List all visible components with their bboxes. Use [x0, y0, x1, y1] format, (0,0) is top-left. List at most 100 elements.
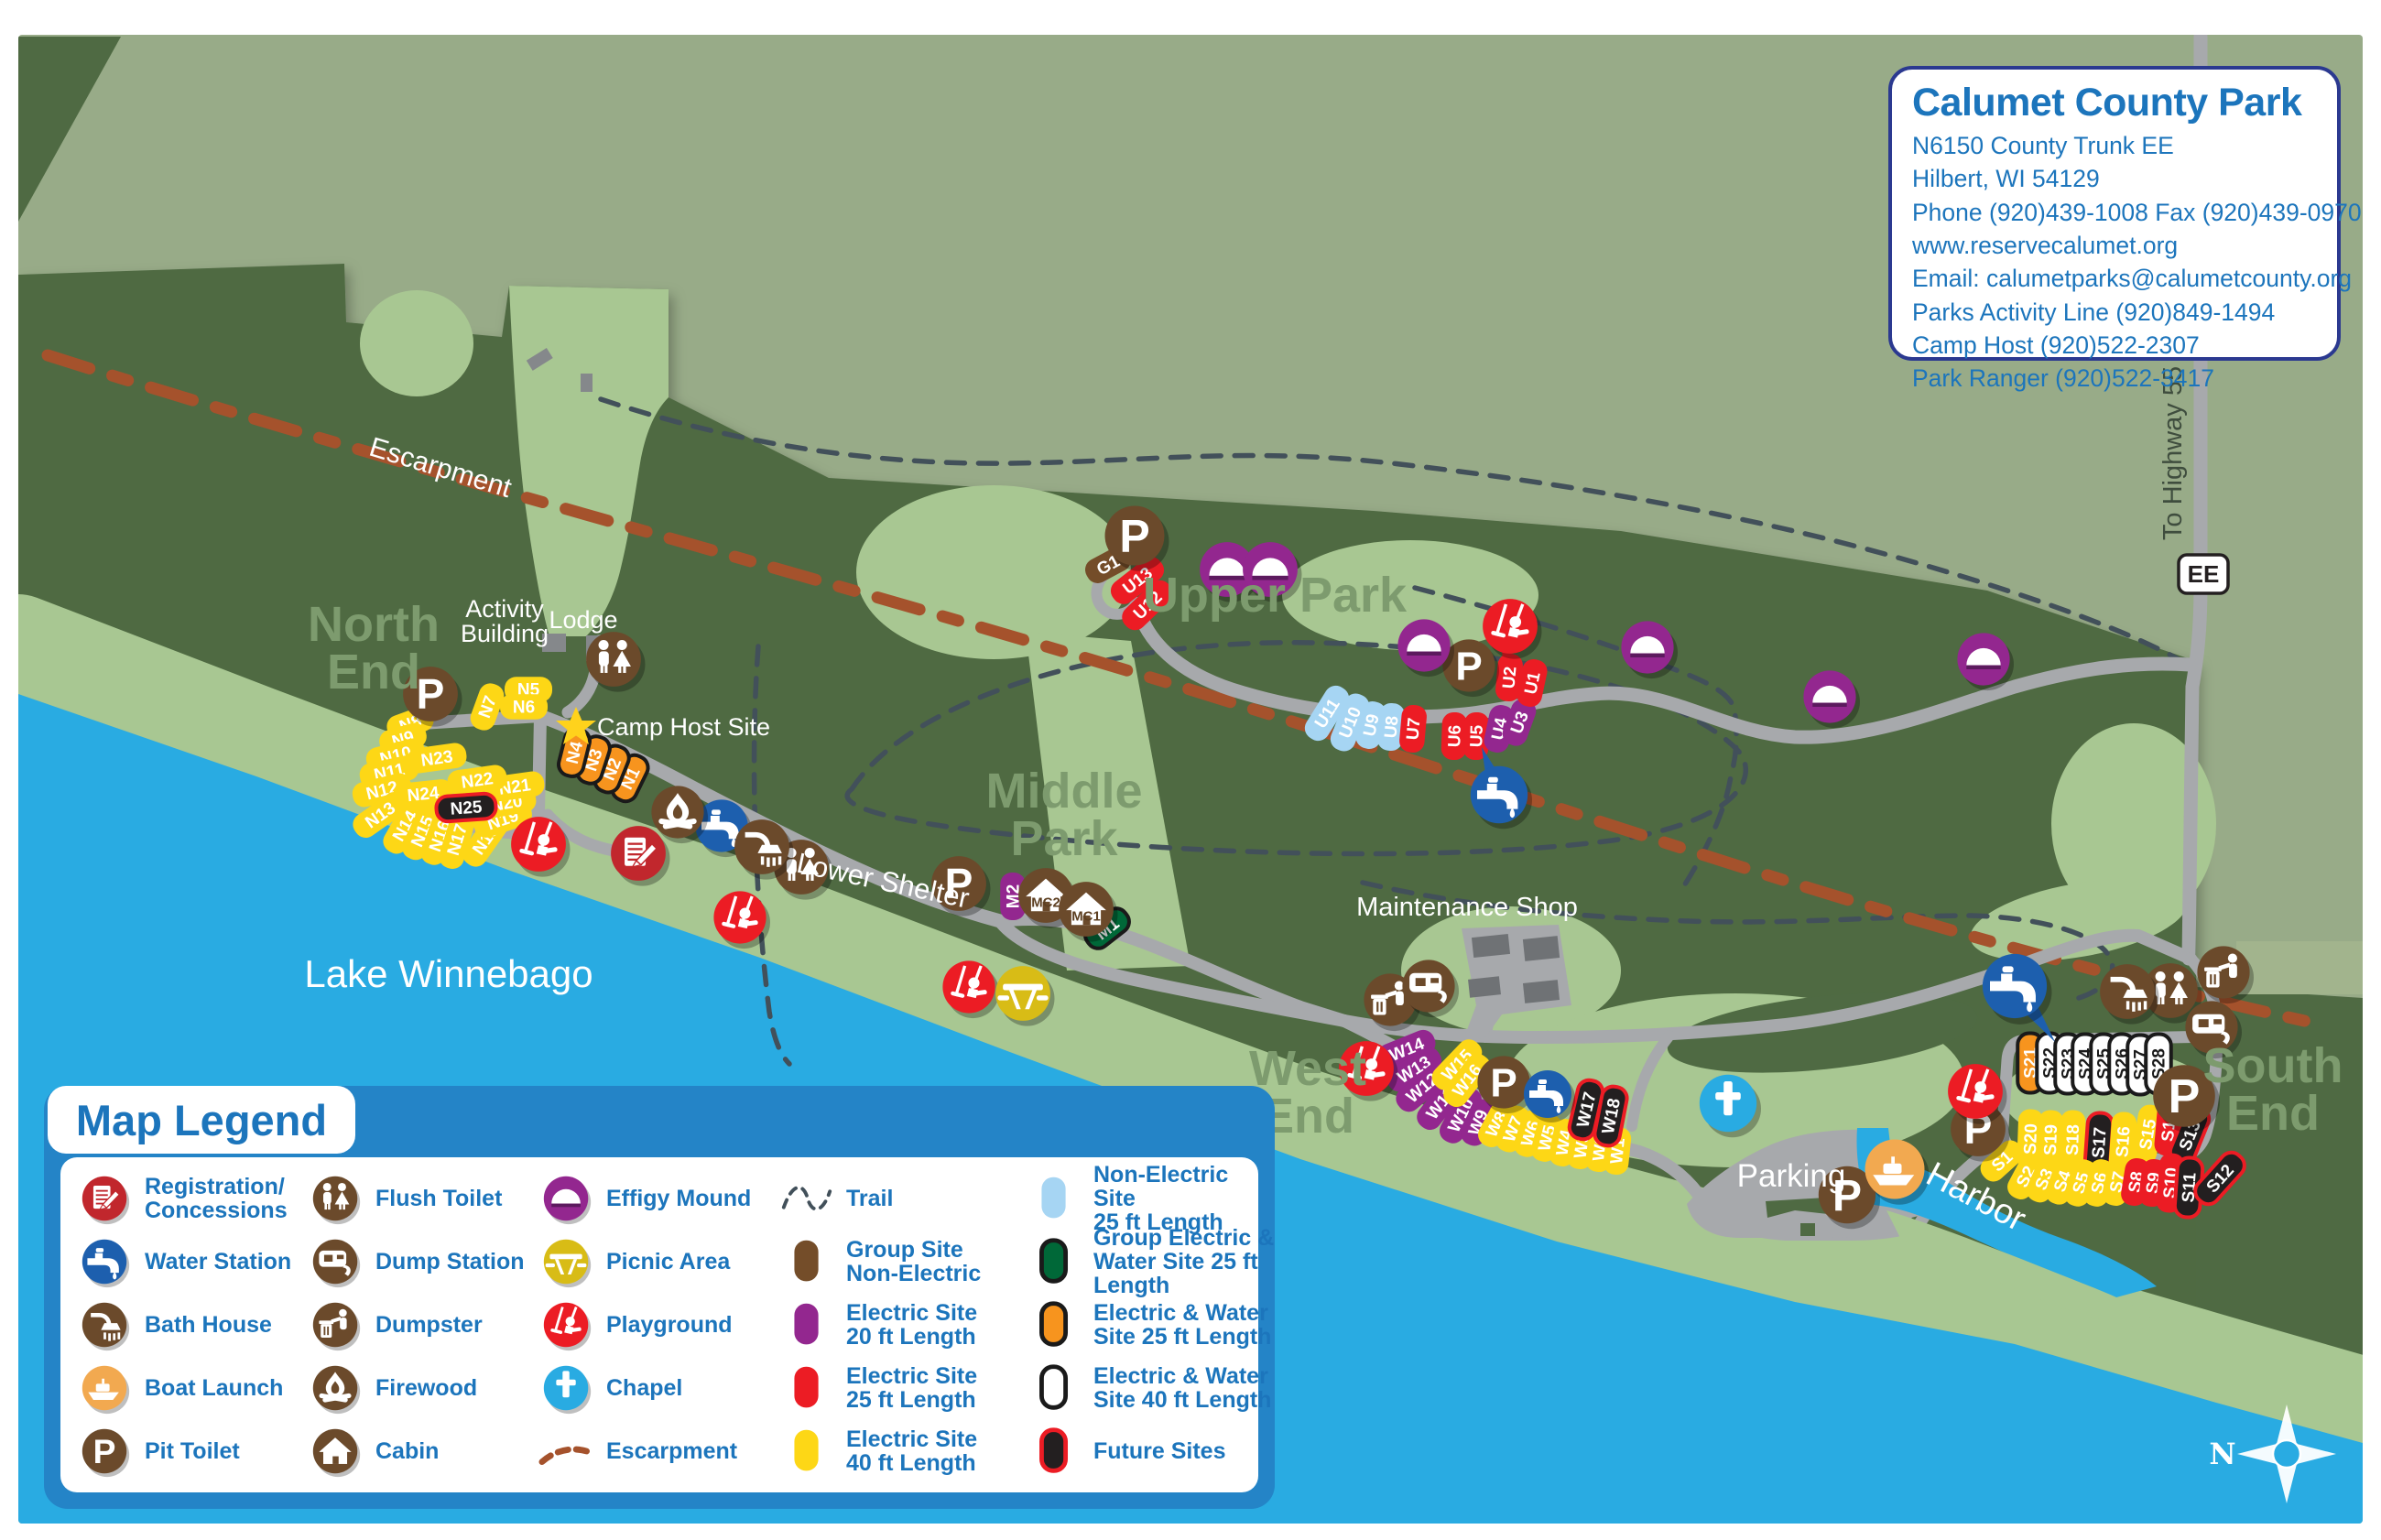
info-line: Phone (920)439-1008 Fax (920)439-0970	[1912, 198, 2362, 226]
legend-title-box: Map Legend	[48, 1086, 355, 1154]
site-u2: U2	[1495, 653, 1523, 702]
legend-label: Chapel	[606, 1374, 683, 1401]
legend-item-dumpster: Dumpster	[308, 1293, 538, 1356]
svg-text:Upper Park: Upper Park	[1143, 568, 1408, 623]
effigy-icon	[1803, 670, 1860, 729]
site-label: S28	[2150, 1048, 2169, 1079]
legend-label: Water Station	[145, 1248, 292, 1274]
legend-item-electric-site: Electric Site 40 ft Length	[778, 1419, 1026, 1482]
escarpment-line	[41, 349, 2323, 1030]
pit-icon: P	[1818, 1166, 1880, 1230]
info-line: N6150 County Trunk EE	[1912, 132, 2174, 160]
info-line: Camp Host (920)522-2307	[1912, 331, 2200, 359]
site-u1: U1	[1517, 659, 1548, 707]
area-label-upper-park: Upper Park	[1143, 568, 1408, 623]
legend-label: Pit Toilet	[145, 1437, 240, 1464]
effigy-icon	[1397, 619, 1454, 678]
legend-label: Group Electric & Water Site 25 ft Length	[1093, 1224, 1275, 1298]
legend-icon-dash-esc	[538, 1446, 595, 1465]
site-label: S17	[2089, 1126, 2110, 1158]
legend-icon-effigy	[543, 1176, 592, 1224]
legend-label: Non-Electric Site 25 ft Length	[1093, 1161, 1229, 1235]
legend-icon-sw-r	[794, 1366, 819, 1407]
label-lodge: Lodge	[549, 606, 617, 634]
site-s16: S16	[2108, 1112, 2137, 1172]
legend-label: Firewood	[375, 1374, 478, 1401]
ee-shield-text: EE	[2188, 560, 2220, 588]
legend-icon-sw-gw	[1039, 1237, 1069, 1284]
legend-item-electric-water: Electric & Water Site 25 ft Length	[1026, 1293, 1275, 1356]
legend-item-electric-site: Electric Site 25 ft Length	[778, 1356, 1026, 1419]
site-s18: S18	[2059, 1110, 2086, 1170]
playground-icon	[942, 960, 999, 1019]
legend-title: Map Legend	[75, 1095, 328, 1144]
parking-island-2	[1800, 1223, 1815, 1236]
playground-icon	[1483, 599, 1542, 670]
legend-label: Flush Toilet	[375, 1185, 503, 1211]
legend-label: Cabin	[375, 1437, 440, 1464]
label-parking: Parking	[1737, 1158, 1846, 1194]
legend-item-dump-station: Dump Station	[308, 1230, 538, 1293]
legend-label: Electric Site 25 ft Length	[846, 1362, 978, 1413]
legend-item-electric-water: Electric & Water Site 40 ft Length	[1026, 1356, 1275, 1419]
legend-label: Group Site Non-Electric	[846, 1236, 982, 1286]
legend-label: Future Sites	[1093, 1437, 1226, 1464]
effigy-icon	[1621, 621, 1678, 679]
site-label: M2	[1005, 884, 1024, 908]
legend-item-firewood: Firewood	[308, 1356, 538, 1419]
chapel-icon	[1699, 1074, 1762, 1138]
park-corner-wedge	[18, 37, 121, 222]
svg-text:To Highway 55: To Highway 55	[2158, 366, 2188, 540]
pit-icon: P	[403, 667, 462, 727]
info-line: Email: calumetparks@calumetcounty.org	[1912, 265, 2353, 293]
county-ee-shield: EE	[2177, 553, 2230, 595]
legend-icon-sw-f	[1039, 1426, 1069, 1473]
legend-icon-dump	[312, 1239, 361, 1287]
legend-item-electric-site: Electric Site 20 ft Length	[778, 1293, 1026, 1356]
legend-item-bath-house: Bath House	[77, 1293, 308, 1356]
svg-text:Parking: Parking	[1737, 1158, 1846, 1194]
compass-rose-icon: N	[2209, 1404, 2336, 1503]
legend-item-playground: Playground	[538, 1293, 778, 1356]
legend-label: Bath House	[145, 1311, 272, 1338]
site-u7: U7	[1399, 704, 1427, 754]
svg-text:Maintenance Shop: Maintenance Shop	[1356, 893, 1578, 922]
legend-icon-firewood	[312, 1365, 361, 1414]
legend-item-water-station: Water Station	[77, 1230, 308, 1293]
bath-icon	[2100, 964, 2159, 1025]
legend-item-registration: Registration/ Concessions	[77, 1166, 308, 1230]
legend-item-escarpment: Escarpment	[538, 1419, 778, 1482]
legend-item-picnic-area: Picnic Area	[538, 1230, 778, 1293]
picnic-icon	[995, 966, 1055, 1026]
site-label: N22	[460, 769, 494, 793]
svg-text:Camp Host Site: Camp Host Site	[597, 713, 770, 741]
cabin-icon: MC1	[1059, 882, 1118, 942]
legend-label: Picnic Area	[606, 1248, 731, 1274]
site-u8: U8	[1377, 702, 1405, 752]
info-line: Park Ranger (920)522-3417	[1912, 364, 2214, 393]
site-n22: N22	[447, 765, 507, 796]
bath-icon	[734, 819, 794, 880]
park-title: Calumet County Park	[1912, 81, 2302, 125]
site-label: U5	[1467, 724, 1487, 747]
effigy-icon	[1200, 542, 1259, 602]
legend-label: Escarpment	[606, 1437, 738, 1464]
legend-icon-chapel	[543, 1365, 592, 1414]
registration-icon	[611, 826, 670, 886]
pit-icon: P	[1104, 505, 1169, 571]
site-u3: U3	[1502, 699, 1537, 746]
site-label: U7	[1403, 717, 1424, 741]
legend-item-group-electric: Group Electric & Water Site 25 ft Length	[1026, 1226, 1275, 1297]
legend-icon-flush	[312, 1176, 361, 1224]
site-n23: N23	[407, 743, 467, 774]
firewood-icon	[651, 786, 709, 844]
